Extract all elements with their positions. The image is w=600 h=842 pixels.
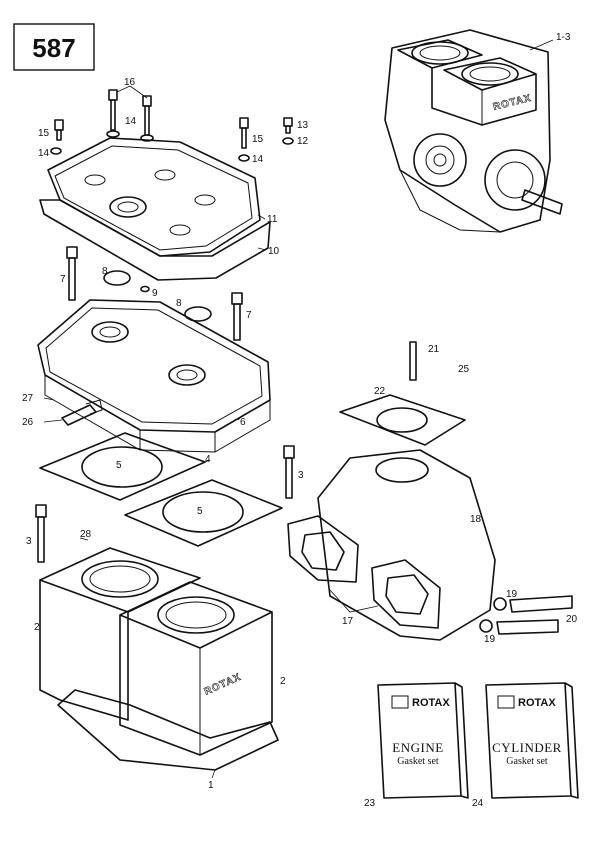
kit-subtitle-cylinder: Gasket set (506, 756, 548, 767)
callout-5b: 5 (197, 506, 203, 517)
callout-15a: 15 (38, 128, 50, 139)
gasket-kit-engine: ROTAX ENGINE Gasket set 23 (364, 682, 469, 809)
cylinder-head: 6 27 26 (22, 299, 271, 453)
callout-25: 25 (458, 364, 470, 375)
callout-19a: 19 (506, 589, 518, 600)
callout-9: 9 (152, 288, 158, 299)
page-number: 587 (32, 33, 75, 63)
callout-3b: 3 (26, 536, 32, 547)
callout-10: 10 (268, 246, 280, 257)
callout-15b: 15 (252, 134, 264, 145)
callout-20: 20 (566, 614, 578, 625)
callout-18: 18 (470, 514, 482, 525)
page-number-box: 587 (13, 23, 95, 71)
kit-brand-cylinder: ROTAX (518, 697, 556, 709)
callout-19b: 19 (484, 634, 496, 645)
callout-26: 26 (22, 417, 34, 428)
callout-13: 13 (297, 120, 309, 131)
callout-3a: 3 (298, 470, 304, 481)
callout-1-3: 1-3 (556, 32, 571, 43)
callout-28: 28 (80, 529, 92, 540)
callout-8b: 8 (176, 298, 182, 309)
callout-7a: 7 (60, 274, 66, 285)
callout-1: 1 (208, 780, 214, 791)
callout-11: 11 (267, 214, 278, 225)
callout-4: 4 (205, 454, 211, 465)
callout-2a: 2 (34, 622, 40, 633)
callout-22: 22 (374, 386, 386, 397)
callout-24: 24 (472, 798, 484, 809)
gasket-kit-cylinder: ROTAX CYLINDER Gasket set 24 (472, 682, 579, 809)
callout-16: 16 (124, 77, 136, 88)
engine-rotax-mark: ROTAX (492, 93, 533, 113)
engine-assembly: ROTAX 1-3 (384, 29, 571, 233)
callout-5a: 5 (116, 460, 122, 471)
exhaust-parts: 21 25 22 18 17 19 20 19 (287, 341, 578, 645)
head-cover: 11 10 (39, 137, 280, 281)
callout-12: 12 (297, 136, 309, 147)
callout-21: 21 (428, 344, 440, 355)
cylinder-rotax-mark: ROTAX (203, 672, 243, 698)
callout-17: 17 (342, 616, 354, 627)
cylinder-bolts: 3 3 (26, 445, 304, 563)
callout-14a: 14 (38, 148, 50, 159)
head-fasteners: 16 15 14 14 15 14 13 12 (38, 77, 309, 165)
callout-6: 6 (240, 417, 246, 428)
cylinders: ROTAX 28 2 2 1 (34, 529, 286, 791)
callout-27: 27 (22, 393, 34, 404)
callout-8a: 8 (102, 266, 108, 277)
kit-title-engine: ENGINE (392, 740, 443, 755)
callout-7b: 7 (246, 310, 252, 321)
kit-subtitle-engine: Gasket set (397, 756, 439, 767)
callout-23: 23 (364, 798, 376, 809)
kit-title-cylinder: CYLINDER (492, 740, 562, 755)
callout-14b: 14 (125, 116, 137, 127)
callout-14c: 14 (252, 154, 264, 165)
head-seals: 7 8 9 8 7 (60, 246, 252, 341)
kit-brand-engine: ROTAX (412, 697, 450, 709)
callout-2b: 2 (280, 676, 286, 687)
head-gaskets: 4 5 5 (39, 432, 283, 547)
